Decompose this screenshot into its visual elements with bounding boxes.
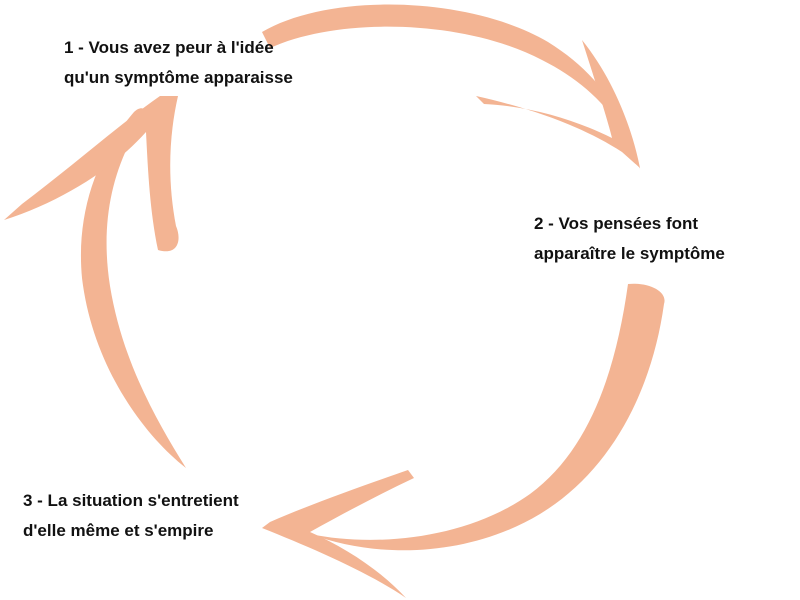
step-1-label: 1 - Vous avez peur à l'idée qu'un symptô… [64, 33, 293, 93]
arrow-head [476, 40, 640, 168]
arrow-stroke [262, 4, 640, 171]
arrow-head [262, 470, 414, 598]
step-1-line-2: qu'un symptôme apparaisse [64, 68, 293, 87]
arrow-stroke [310, 283, 665, 551]
step-2-line-2: apparaître le symptôme [534, 244, 725, 263]
step-1-line-1: 1 - Vous avez peur à l'idée [64, 38, 274, 57]
step-2-line-1: 2 - Vos pensées font [534, 214, 699, 233]
arrow-step1-to-step2 [262, 4, 640, 171]
step-3-label: 3 - La situation s'entretient d'elle mêm… [23, 486, 239, 546]
arrow-step2-to-step3 [262, 283, 665, 598]
step-3-line-1: 3 - La situation s'entretient [23, 491, 239, 510]
step-3-line-2: d'elle même et s'empire [23, 521, 214, 540]
step-2-label: 2 - Vos pensées font apparaître le sympt… [534, 209, 725, 269]
arrow-step3-to-step1 [4, 96, 186, 468]
arrow-head [4, 96, 179, 252]
arrow-stroke [80, 108, 186, 468]
